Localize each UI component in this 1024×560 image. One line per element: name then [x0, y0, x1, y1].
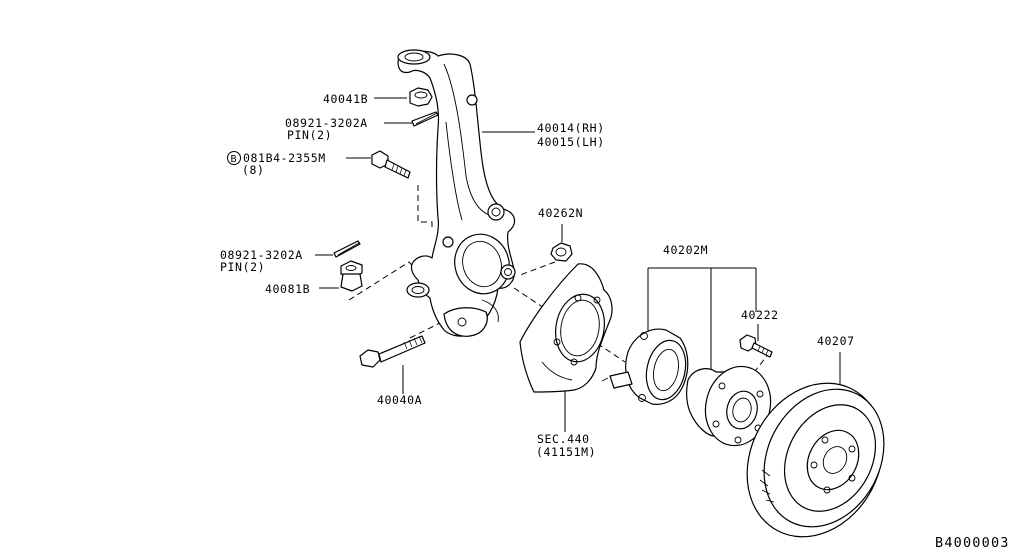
label-rotor: 40207	[817, 334, 855, 348]
label-pin-top-code: 08921-3202A	[285, 116, 368, 130]
label-sec-ref: SEC.440	[537, 432, 590, 446]
label-sec-sub: (41151M)	[536, 445, 596, 459]
nut-40262n	[550, 242, 573, 262]
label-hub-assy: 40202M	[663, 243, 708, 257]
label-bolt-b-code: 081B4-2355M	[243, 151, 326, 165]
bolt-081b4	[371, 150, 411, 179]
bolt-40040a	[359, 335, 426, 368]
hub-bearing	[601, 328, 689, 405]
label-bolt-lower: 40040A	[377, 393, 422, 407]
steering-knuckle	[397, 49, 516, 337]
label-knuckle-lh: 40015(LH)	[537, 135, 605, 149]
brake-rotor	[746, 382, 885, 538]
label-pin-mid-code: 08921-3202A	[220, 248, 303, 262]
label-pin-mid-qty: PIN(2)	[220, 260, 265, 274]
hub-bolt-40222	[739, 334, 773, 358]
label-nut-top: 40041B	[323, 92, 368, 106]
label-nut-lower: 40081B	[265, 282, 310, 296]
cotter-pin-top	[411, 111, 439, 127]
cotter-pin-mid	[333, 240, 361, 258]
label-bolt-b-qty: (8)	[242, 163, 265, 177]
brake-dust-shield	[519, 263, 613, 393]
nut-40041b	[409, 87, 433, 107]
label-knuckle-rh: 40014(RH)	[537, 121, 605, 135]
diagram-code: B4000003	[935, 535, 1010, 551]
circled-b-letter: B	[231, 154, 237, 165]
label-nut-side: 40262N	[538, 206, 583, 220]
circled-b-marker: B	[227, 151, 241, 165]
wheel-hub	[686, 365, 772, 447]
leader-lines	[315, 97, 841, 432]
label-pin-top-qty: PIN(2)	[287, 128, 332, 142]
nut-40081b	[340, 260, 363, 292]
label-hub-bolt: 40222	[741, 308, 779, 322]
